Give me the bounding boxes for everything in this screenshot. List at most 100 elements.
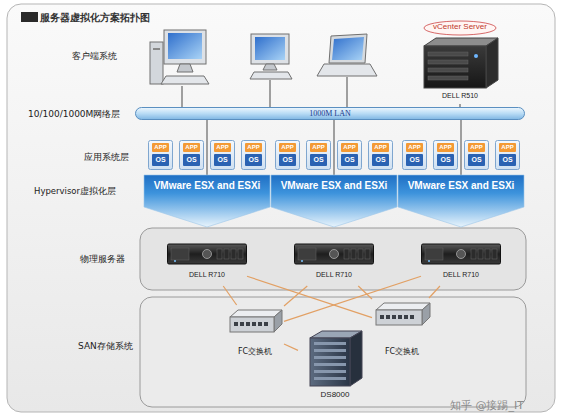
cabinet-slot xyxy=(314,356,346,359)
app-frame xyxy=(276,141,300,170)
connector-line xyxy=(429,286,440,298)
drive-bay xyxy=(428,76,468,80)
cabinet-slot xyxy=(314,370,346,373)
app-os-box: APPOS xyxy=(179,140,204,170)
pc-monitor xyxy=(251,34,289,64)
switch-port xyxy=(258,322,262,326)
switch-port xyxy=(392,315,396,319)
watermark: 知乎 @接踢_IT xyxy=(450,398,524,413)
client-wire xyxy=(181,86,182,107)
rack-panel xyxy=(298,248,316,260)
node-label: VMware ESX and ESXi xyxy=(144,180,270,191)
node-label: VMware ESX and ESXi xyxy=(271,180,397,191)
node-label: DELL R710 xyxy=(421,271,501,278)
app-os-box: APPOS xyxy=(210,140,235,170)
node-label: APP xyxy=(152,143,169,152)
app-frame xyxy=(211,141,235,170)
app-os-box: APPOS xyxy=(241,140,266,170)
node-label: APP xyxy=(310,143,327,152)
hypervisor-funnel xyxy=(271,175,397,227)
app-os-box: APP OS xyxy=(495,140,520,170)
connector-line xyxy=(284,286,307,306)
drive-bay xyxy=(428,52,468,56)
connector-line xyxy=(333,120,334,175)
rack-chassis xyxy=(168,244,247,264)
connector-line xyxy=(459,104,460,107)
app-frame xyxy=(403,141,427,170)
node-label: vCenter Server xyxy=(418,22,502,31)
connector-line xyxy=(206,120,207,175)
switch-port xyxy=(410,315,414,319)
diagram-title: 服务器虚拟化方案拓扑图 xyxy=(40,11,150,25)
pc-screen xyxy=(255,37,285,60)
drive-bay xyxy=(485,249,490,259)
drive-bay xyxy=(217,249,222,259)
node-label: APP xyxy=(499,143,516,152)
switch-front xyxy=(230,317,274,332)
server-front xyxy=(424,46,486,88)
node-label: OS xyxy=(468,154,485,166)
app-frame xyxy=(149,141,173,170)
rack-chassis xyxy=(295,244,374,264)
client-wire xyxy=(346,77,347,107)
vcenter-server: vCenter ServerDELL R510 xyxy=(418,20,502,104)
pc-keyboard xyxy=(161,76,209,84)
switch-port xyxy=(380,315,384,319)
switch-port xyxy=(234,322,238,326)
layer-label: SAN存储系统 xyxy=(78,340,133,353)
node-label: FC交换机 xyxy=(372,346,432,357)
node-shape xyxy=(421,240,501,286)
app-frame xyxy=(338,141,362,170)
switch-port xyxy=(252,322,256,326)
layer-label: 10/100/1000M网络层 xyxy=(28,108,120,121)
drive-bay xyxy=(358,249,363,259)
node-label: DELL R710 xyxy=(294,271,374,278)
drive-bay xyxy=(478,249,483,259)
node-label: APP xyxy=(245,143,262,152)
connector-line xyxy=(284,344,298,350)
layer-label: 客户端系统 xyxy=(72,50,117,63)
pc-drive xyxy=(153,48,160,50)
node-label: OS xyxy=(310,154,327,166)
node-shape xyxy=(294,240,374,286)
switch-top xyxy=(376,303,430,310)
cabinet-slot xyxy=(314,377,346,380)
drive-bay xyxy=(365,249,370,259)
cabinet-slot xyxy=(314,349,346,352)
app-frame xyxy=(465,141,489,170)
app-os-box: APPOS xyxy=(337,140,362,170)
rack-chassis xyxy=(422,244,501,264)
desktop-pc xyxy=(150,30,209,84)
fc-switch: FC交换机 xyxy=(226,305,284,357)
laptop-screen xyxy=(332,37,364,60)
switch-port xyxy=(386,315,390,319)
drive-bay xyxy=(428,60,468,64)
san-band xyxy=(140,297,526,407)
node-label: APP xyxy=(214,143,231,152)
cabinet-slot xyxy=(314,363,346,366)
client-wire xyxy=(269,80,270,107)
switch-port xyxy=(240,322,244,326)
switch-port xyxy=(404,315,408,319)
node-label: APP xyxy=(183,143,200,152)
layer-label: 物理服务器 xyxy=(80,253,125,266)
drive-bay xyxy=(428,68,468,72)
app-os-box: APPOS xyxy=(402,140,427,170)
pc-screen xyxy=(168,33,202,59)
switch-front xyxy=(376,310,422,325)
drive-bay xyxy=(351,249,356,259)
node-label: 1000M LAN xyxy=(135,108,525,119)
node-shape xyxy=(167,240,247,286)
connector-line xyxy=(223,286,236,305)
pc-monitor xyxy=(164,30,206,64)
app-frame xyxy=(369,141,393,170)
rack-badge xyxy=(330,250,339,259)
node-label: OS xyxy=(499,154,516,166)
connector-line xyxy=(460,120,461,175)
switch-side xyxy=(422,303,430,325)
layer-label: Hypervisor虚拟化层 xyxy=(34,186,116,198)
outer-frame xyxy=(7,4,555,412)
hypervisor-layer: VMware ESX and ESXi xyxy=(144,175,270,227)
